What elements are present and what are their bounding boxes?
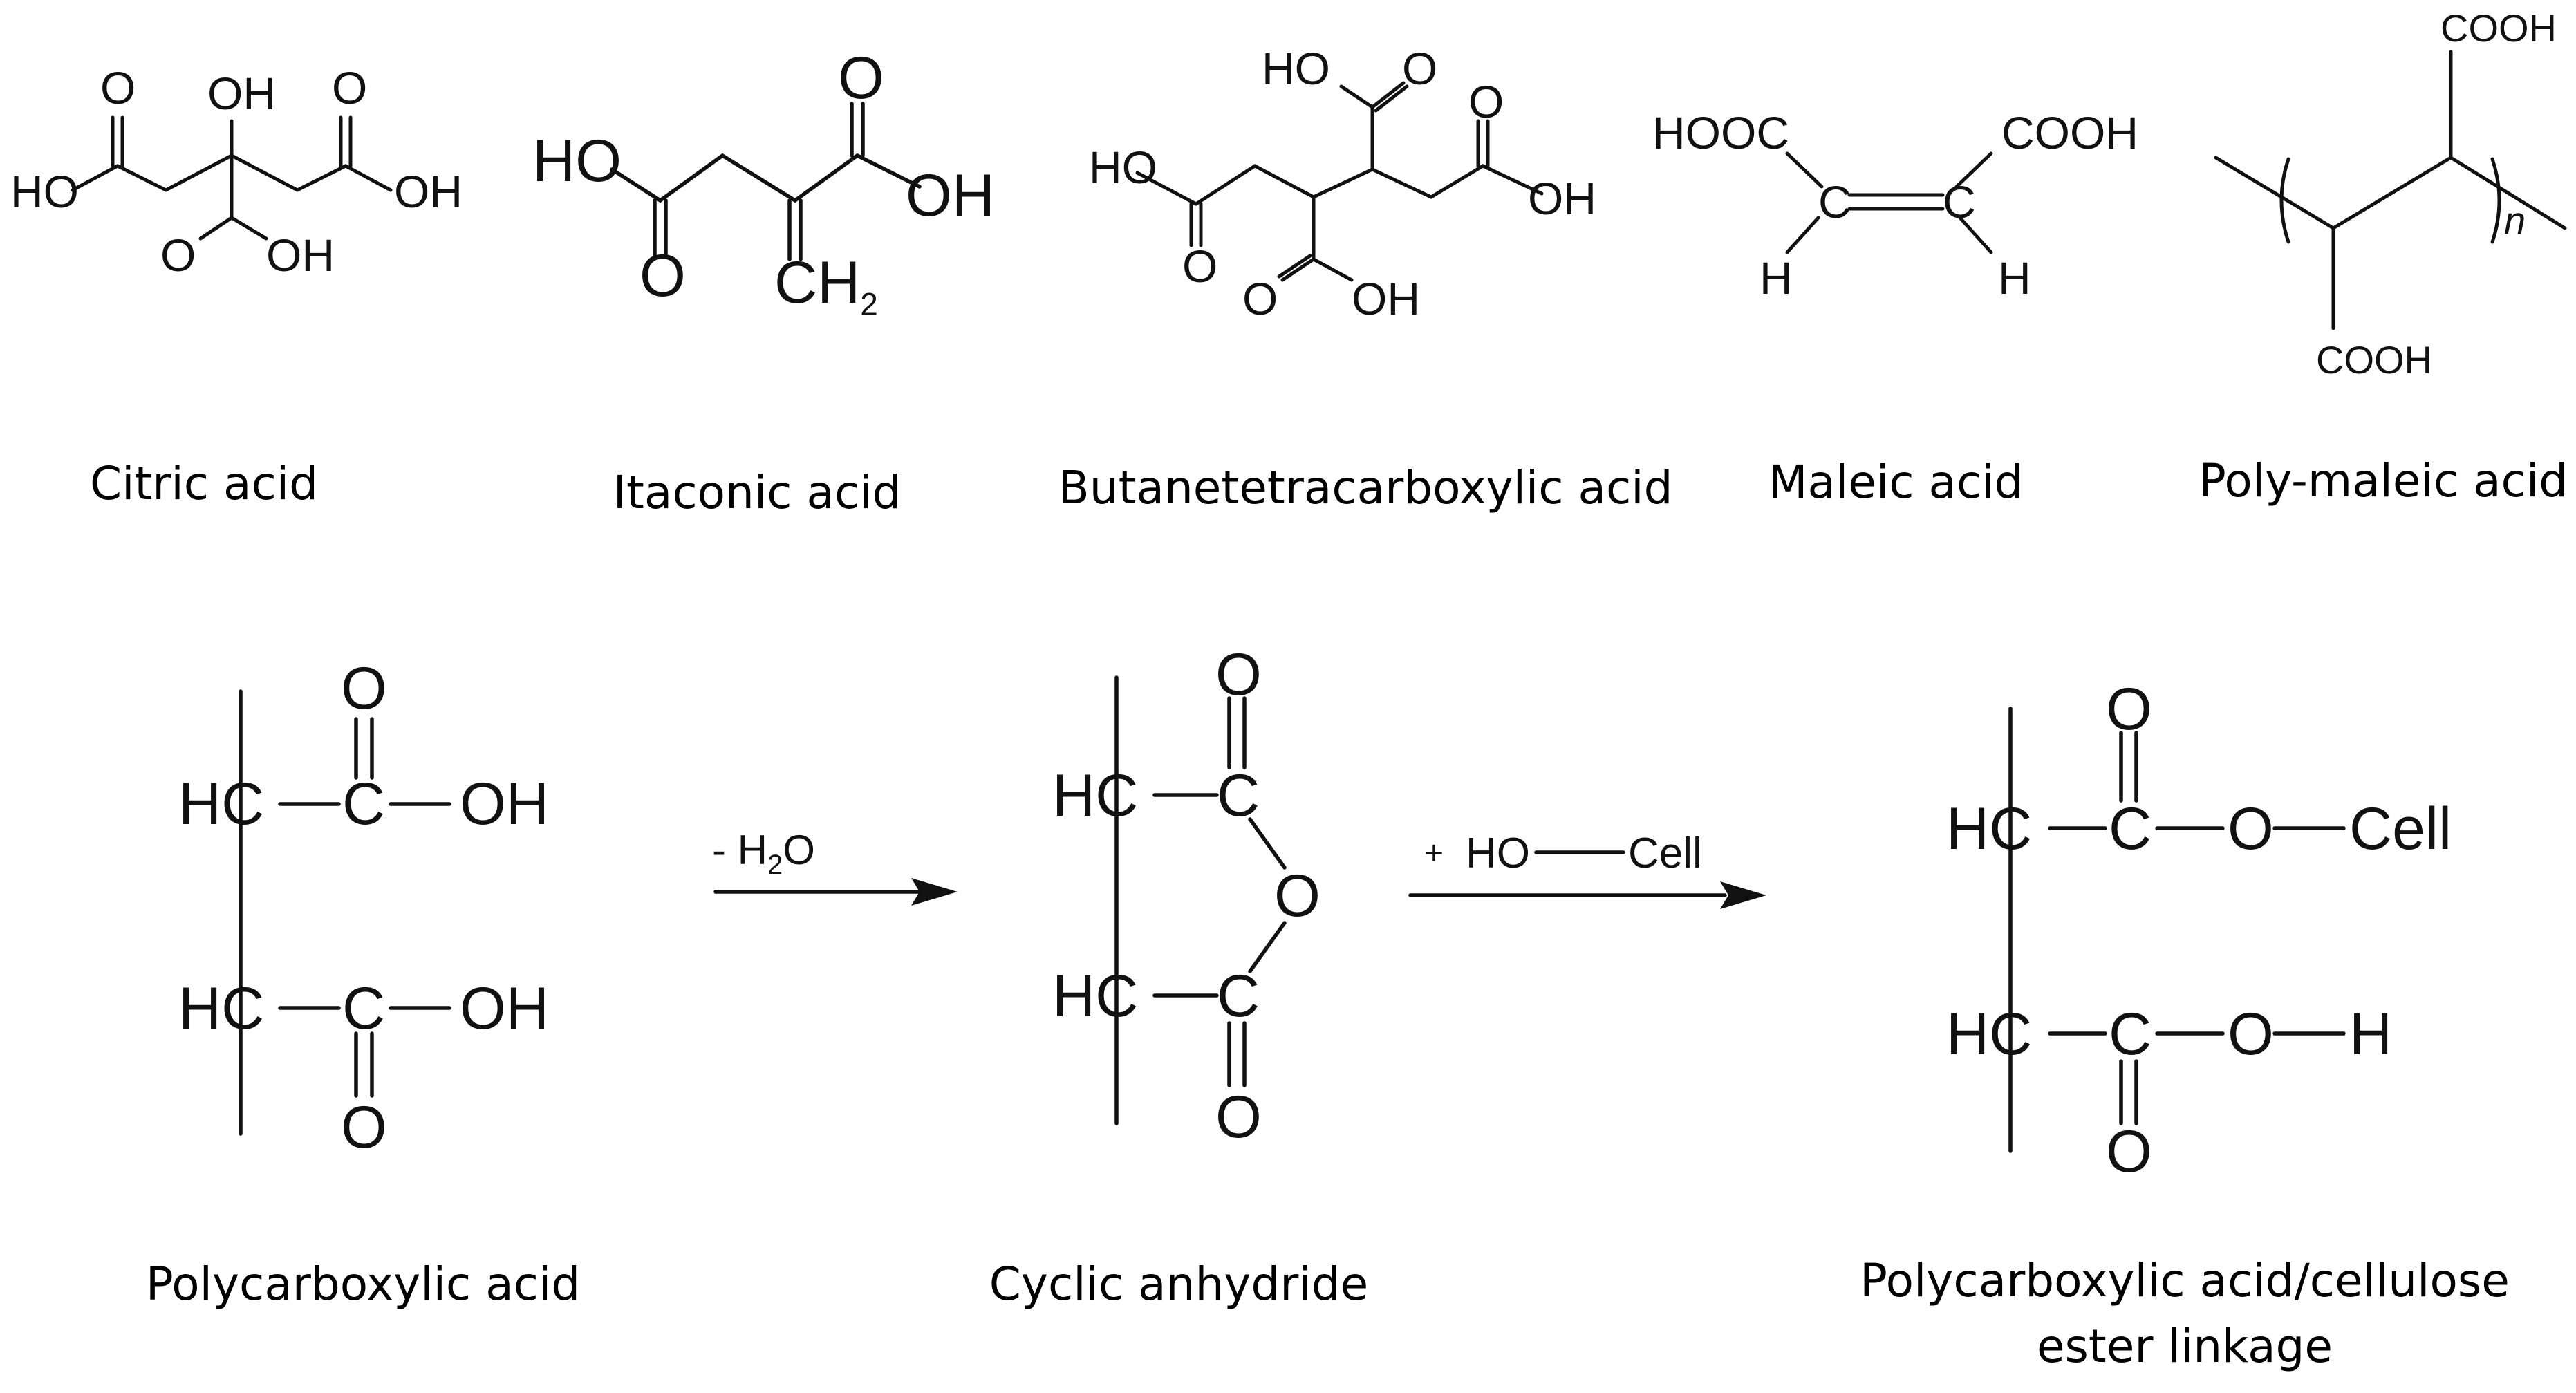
citric-acid-caption: Citric acid	[90, 457, 318, 510]
polymaleic-n: n	[2504, 198, 2526, 242]
citric-oh-top: OH	[207, 68, 276, 119]
maleic-cooh: COOH	[2001, 107, 2138, 158]
btca-structure: HO O O HO OH O O OH	[1089, 43, 1596, 324]
ester-hc-bottom: HC	[1946, 1001, 2032, 1067]
ester-linkage-caption-line1: Polycarboxylic acid/cellulose	[1860, 1254, 2510, 1307]
itaconic-o-top: O	[838, 45, 884, 111]
ester-cell: Cell	[2349, 796, 2452, 862]
maleic-h-right: H	[1998, 252, 2031, 303]
esterification-arrow: + HO Cell	[1408, 830, 1766, 909]
btca-caption: Butanetetracarboxylic acid	[1058, 461, 1673, 514]
polycarboxylic-acid-structure: O HC C OH HC C OH O	[178, 655, 549, 1161]
cyclic-anhydride-structure: O HC C O HC C O	[1052, 642, 1320, 1150]
ester-h: H	[2349, 1001, 2392, 1067]
polycarboxylic-oh-top: OH	[460, 771, 549, 837]
ester-c-bottom: C	[2109, 1001, 2152, 1067]
maleic-h-left: H	[1760, 252, 1793, 303]
esterification-plus: +	[1424, 835, 1444, 872]
anhydride-o-bottom: O	[1215, 1084, 1262, 1150]
anhydride-hc-top: HC	[1052, 763, 1138, 829]
polycarboxylic-c-bottom: C	[342, 975, 385, 1042]
polycarboxylic-o-bottom: O	[341, 1094, 387, 1161]
dehydration-arrow: - H2O	[712, 827, 958, 906]
ester-hc-top: HC	[1946, 796, 2032, 862]
btca-o-top: O	[1402, 43, 1437, 94]
ester-o-bottom: O	[2106, 1119, 2152, 1185]
maleic-c-right: C	[1943, 176, 1976, 227]
maleic-acid-caption: Maleic acid	[1768, 456, 2024, 509]
citric-o-left: O	[100, 62, 136, 113]
citric-ho-left: HO	[10, 166, 79, 217]
ester-linkage-structure: O HC C O Cell HC C O H O	[1946, 676, 2452, 1185]
itaconic-ch2: CH2	[774, 250, 878, 322]
maleic-hooc: HOOC	[1652, 107, 1789, 158]
btca-o-left-bottom: O	[1182, 241, 1217, 292]
btca-o-bottom: O	[1242, 273, 1278, 324]
anhydride-o-ring: O	[1274, 863, 1320, 929]
polymaleic-cooh-bottom: COOH	[2316, 338, 2432, 382]
ester-o-mid-top: O	[2228, 796, 2274, 862]
polymaleic-cooh-top: COOH	[2440, 6, 2557, 50]
btca-ho-top: HO	[1262, 43, 1330, 94]
btca-o-right-top: O	[1468, 76, 1504, 127]
polycarboxylic-acid-caption: Polycarboxylic acid	[146, 1258, 580, 1311]
citric-o-bottom: O	[160, 230, 196, 281]
esterification-ho: HO	[1466, 830, 1530, 877]
ester-o-top: O	[2106, 676, 2152, 742]
maleic-acid-structure: HOOC COOH C C H H	[1652, 107, 2138, 303]
ester-linkage-caption-line2: ester linkage	[2037, 1320, 2333, 1373]
anhydride-c-bottom: C	[1217, 963, 1260, 1029]
polymaleic-acid-structure: COOH COOH n	[2214, 6, 2567, 382]
btca-oh-right: OH	[1528, 173, 1596, 224]
polycarboxylic-o-top: O	[341, 655, 387, 722]
dehydration-arrow-label: - H2O	[712, 827, 815, 880]
itaconic-o-bottom: O	[640, 243, 686, 309]
anhydride-c-top: C	[1217, 763, 1260, 829]
polycarboxylic-c-top: C	[342, 771, 385, 837]
itaconic-acid-caption: Itaconic acid	[613, 466, 902, 519]
itaconic-ho-left: HO	[532, 128, 622, 194]
cyclic-anhydride-caption: Cyclic anhydride	[989, 1258, 1368, 1311]
ester-o-mid-bottom: O	[2228, 1001, 2274, 1067]
esterification-cell: Cell	[1628, 830, 1702, 877]
polycarboxylic-hc-top: HC	[178, 771, 264, 837]
polycarboxylic-oh-bottom: OH	[460, 975, 549, 1042]
btca-oh-bottom: OH	[1352, 273, 1420, 324]
citric-oh-right: OH	[394, 166, 463, 217]
ester-c-top: C	[2109, 796, 2152, 862]
itaconic-oh-right: OH	[906, 162, 995, 229]
polycarboxylic-hc-bottom: HC	[178, 975, 264, 1042]
citric-acid-structure: O OH O HO OH O OH	[10, 62, 463, 281]
citric-o-right: O	[332, 62, 367, 113]
citric-oh-bottom: OH	[266, 230, 335, 281]
anhydride-hc-bottom: HC	[1052, 963, 1138, 1029]
polymaleic-acid-caption: Poly-maleic acid	[2199, 454, 2568, 507]
itaconic-acid-structure: HO O OH O CH2	[532, 45, 995, 322]
anhydride-o-top: O	[1215, 642, 1262, 708]
btca-ho-left: HO	[1089, 142, 1157, 193]
maleic-c-left: C	[1818, 176, 1851, 227]
